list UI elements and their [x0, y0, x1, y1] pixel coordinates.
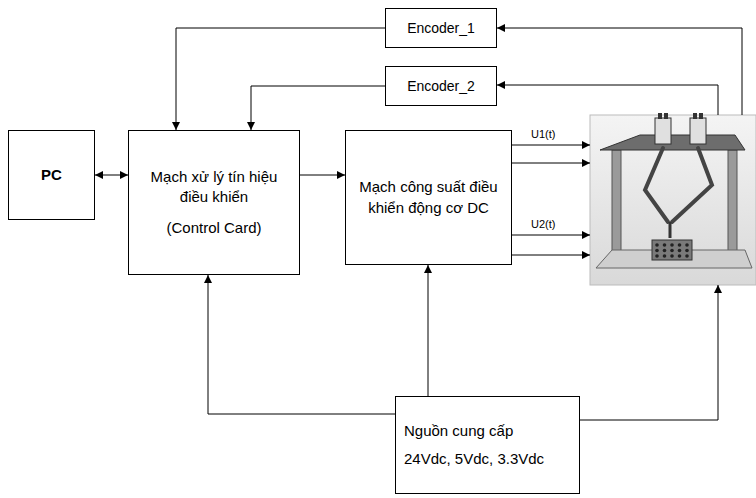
- node-text: 24Vdc, 5Vdc, 3.3Vdc: [404, 449, 544, 469]
- connector-arrow: [251, 86, 385, 130]
- node-text: Encoder_2: [407, 77, 475, 96]
- connector-arrow: [300, 175, 345, 176]
- signal-label: U1(t): [530, 128, 556, 140]
- node-text: Mạch xử lý tín hiệu điều khiển: [137, 167, 291, 208]
- encoder-box: Encoder_2: [385, 66, 497, 106]
- signal-wires: [497, 28, 742, 420]
- control-card-box: Mạch xử lý tín hiệu điều khiển (Control C…: [128, 130, 300, 275]
- node-text: Encoder_1: [407, 19, 475, 38]
- hole-grid: [655, 243, 689, 258]
- node-text: Nguồn cung cấp: [404, 421, 513, 441]
- signal-label: U2(t): [530, 218, 556, 230]
- power-circuit-box: Mạch công suất điều khiển động cơ DC: [345, 130, 512, 265]
- node-text: Mạch công suất điều khiển động cơ DC: [354, 177, 503, 218]
- encoder-box: Encoder_1: [385, 8, 497, 48]
- connector-arrow: [208, 275, 395, 414]
- node-text: PC: [41, 165, 62, 185]
- connector-arrow: [428, 265, 429, 396]
- connector-arrow: [176, 28, 385, 130]
- power-supply-box: Nguồn cung cấp 24Vdc, 5Vdc, 3.3Vdc: [395, 396, 580, 494]
- connector-arrow: [95, 175, 128, 176]
- pc-box: PC: [8, 130, 95, 220]
- robot-illustration: [590, 113, 756, 285]
- node-text: (Control Card): [166, 218, 261, 238]
